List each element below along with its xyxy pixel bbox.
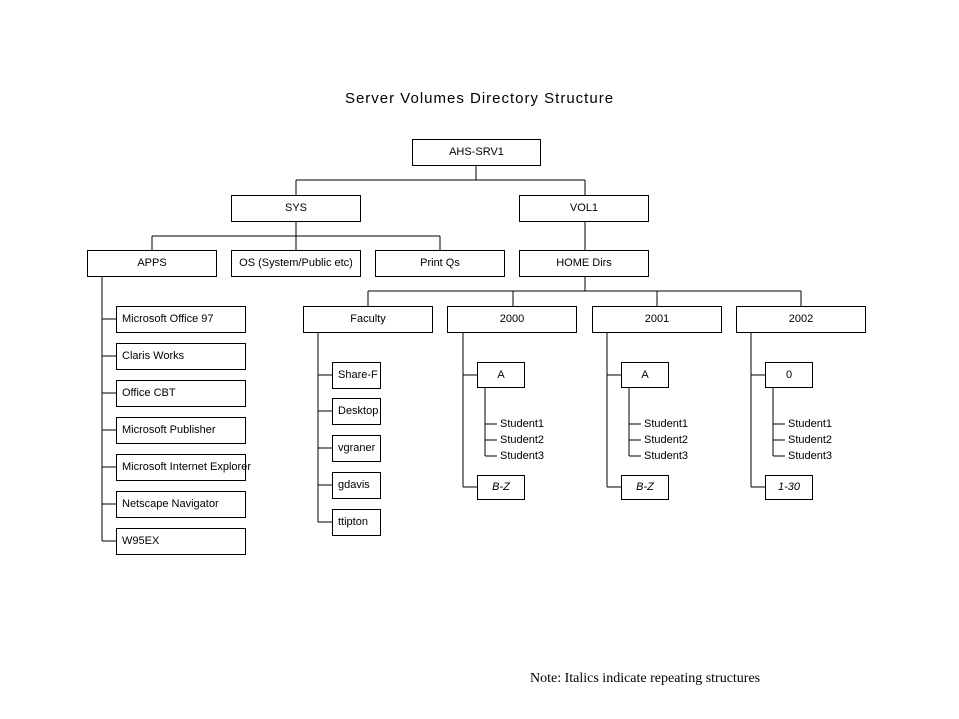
student-label: Student3 [644, 450, 689, 462]
student-label: Student2 [788, 434, 833, 446]
volume-vol1: VOL1 [519, 195, 649, 222]
folder-print-qs: Print Qs [375, 250, 505, 277]
app-item: Microsoft Internet Explorer [116, 454, 251, 481]
group-node: A [621, 362, 669, 388]
faculty-item: gdavis [332, 472, 381, 499]
student-label: Student1 [500, 418, 545, 430]
app-item: W95EX [116, 528, 246, 555]
faculty-item: Desktop [332, 398, 381, 425]
student-label: Student2 [500, 434, 545, 446]
student-label: Student1 [644, 418, 689, 430]
folder-home-dirs: HOME Dirs [519, 250, 649, 277]
app-item: Netscape Navigator [116, 491, 246, 518]
app-item: Microsoft Office 97 [116, 306, 246, 333]
faculty-item: vgraner [332, 435, 381, 462]
student-label: Student1 [788, 418, 833, 430]
folder-os: OS (System/Public etc) [231, 250, 361, 277]
student-label: Student3 [500, 450, 545, 462]
footnote: Note: Italics indicate repeating structu… [530, 671, 761, 686]
volume-sys: SYS [231, 195, 361, 222]
group-node: A [477, 362, 525, 388]
repeat-node: B-Z [621, 475, 669, 500]
faculty-item: Share-F [332, 362, 381, 389]
group-node: 0 [765, 362, 813, 388]
app-item: Claris Works [116, 343, 246, 370]
diagram-title: Server Volumes Directory Structure [344, 90, 615, 107]
student-label: Student2 [644, 434, 689, 446]
folder-apps: APPS [87, 250, 217, 277]
faculty-item: ttipton [332, 509, 381, 536]
folder-year-2002: 2002 [736, 306, 866, 333]
repeat-node: B-Z [477, 475, 525, 500]
folder-year-2001: 2001 [592, 306, 722, 333]
folder-faculty: Faculty [303, 306, 433, 333]
app-item: Microsoft Publisher [116, 417, 246, 444]
root-node: AHS-SRV1 [412, 139, 541, 166]
repeat-node: 1-30 [765, 475, 813, 500]
student-label: Student3 [788, 450, 833, 462]
app-item: Office CBT [116, 380, 246, 407]
folder-year-2000: 2000 [447, 306, 577, 333]
